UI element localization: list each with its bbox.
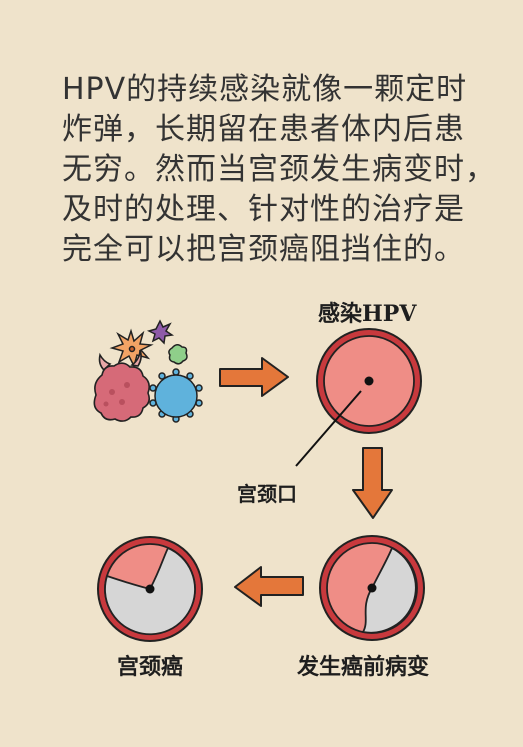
healthy-cervix-icon xyxy=(316,328,422,434)
label-cancer: 宫颈癌 xyxy=(117,654,184,680)
intro-paragraph: HPV的持续感染就像一颗定时 炸弹，长期留在患者体内后患 无穷。然而当宫颈发生病… xyxy=(62,70,496,270)
intro-line-2: 炸弹，长期留在患者体内后患 xyxy=(62,112,465,147)
intro-line-3: 无穷。然而当宫颈发生病变时， xyxy=(62,152,496,187)
purple-virus-icon xyxy=(146,319,175,345)
intro-line-4: 及时的处理、针对性的治疗是 xyxy=(62,192,465,227)
virus-cluster-icon xyxy=(93,319,203,423)
green-virus-icon xyxy=(168,344,188,365)
red-devil-virus-icon xyxy=(93,349,150,422)
cancer-cervix-icon xyxy=(97,536,203,642)
intro-line-5: 完全可以把宫颈癌阻挡住的。 xyxy=(62,232,465,267)
blue-virus-icon xyxy=(149,368,203,423)
orange-virus-icon xyxy=(109,328,154,369)
intro-line-1: HPV的持续感染就像一颗定时 xyxy=(62,72,468,107)
cervix-pointer-line xyxy=(295,390,362,467)
label-cervix: 宫颈口 xyxy=(237,482,297,506)
arrow-down-icon xyxy=(352,447,393,519)
precancer-cervix-icon xyxy=(319,535,425,641)
label-hpv-infection: 感染HPV xyxy=(318,301,417,327)
label-precancer: 发生癌前病变 xyxy=(297,654,430,680)
arrow-left-icon xyxy=(234,566,304,607)
arrow-right-icon xyxy=(219,357,289,397)
